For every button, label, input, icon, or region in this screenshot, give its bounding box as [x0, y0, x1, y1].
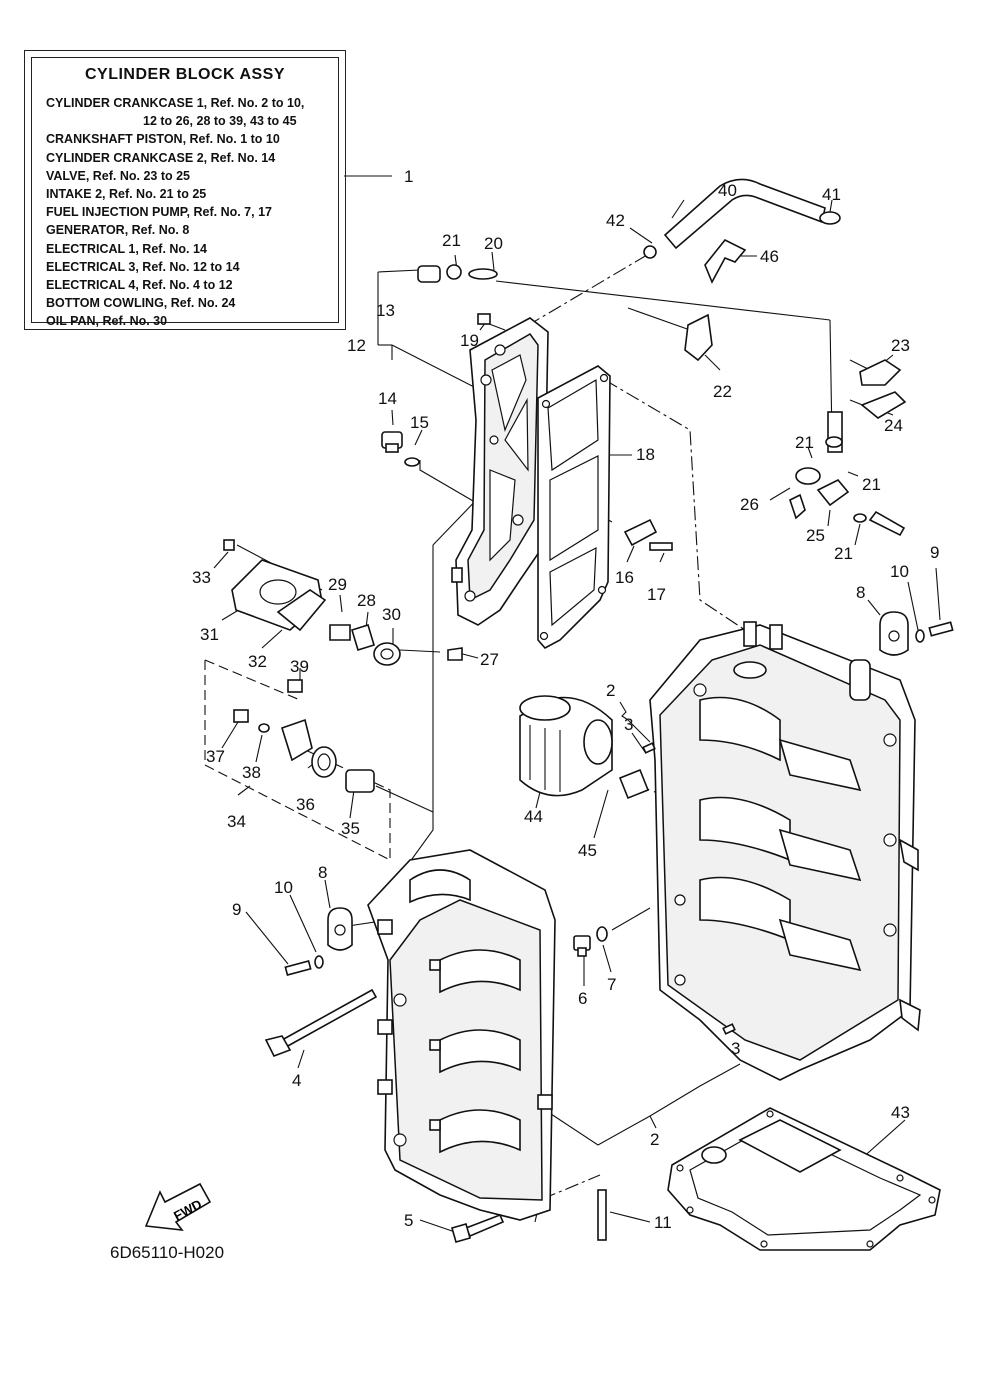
legend-title: CYLINDER BLOCK ASSY	[84, 66, 286, 83]
callout: 10	[274, 878, 293, 897]
callout: 45	[578, 841, 597, 860]
callout: 33	[192, 568, 211, 587]
callout: 3	[624, 715, 633, 734]
callout: 9	[930, 543, 939, 562]
crankcase-left	[367, 849, 556, 1221]
callout-numbers: 1 40 41 42 21 20 46 13 19 12 23 22 14 15…	[192, 167, 939, 1232]
callout: 29	[328, 575, 347, 594]
diagram-code: 6D65110-H020	[110, 1243, 225, 1262]
legend-line: INTAKE 2, Ref. No. 21 to 25	[46, 187, 207, 202]
small-upper-parts	[381, 264, 673, 661]
hoses-and-clamps	[643, 178, 907, 537]
callout: 15	[410, 413, 429, 432]
long-bolt	[264, 988, 378, 1058]
callout: 6	[578, 989, 587, 1008]
callout: 46	[760, 247, 779, 266]
gasket	[537, 365, 611, 650]
callout: 3	[731, 1039, 740, 1058]
fwd-arrow-icon: FWD	[144, 1182, 212, 1231]
callout: 35	[341, 819, 360, 838]
callout: 34	[227, 812, 246, 831]
callout: 30	[382, 605, 401, 624]
callout: 36	[296, 795, 315, 814]
callout: 31	[200, 625, 219, 644]
callout: 28	[357, 591, 376, 610]
bottom-bolt	[451, 1213, 505, 1243]
thermostat-parts	[223, 539, 401, 666]
callout: 17	[647, 585, 666, 604]
callout: 7	[607, 975, 616, 994]
callout: 44	[524, 807, 543, 826]
legend-lines: CYLINDER CRANKCASE 1, Ref. No. 2 to 10, …	[46, 94, 304, 331]
callout: 23	[891, 336, 910, 355]
oil-filter	[519, 695, 650, 800]
callout: 41	[822, 185, 841, 204]
callout: 21	[442, 231, 461, 250]
dowel-pins	[642, 742, 736, 1035]
legend-line: OIL PAN, Ref. No. 30	[46, 314, 168, 329]
legend-line: CYLINDER CRANKCASE 2, Ref. No. 14	[46, 150, 276, 165]
callout: 37	[206, 747, 225, 766]
legend-line: BOTTOM COWLING, Ref. No. 24	[46, 296, 236, 311]
callout: 42	[606, 211, 625, 230]
callout: 10	[890, 562, 909, 581]
callout: 4	[292, 1071, 301, 1090]
left-bracket-bolt	[284, 907, 353, 976]
callout: 9	[232, 900, 241, 919]
callout: 21	[862, 475, 881, 494]
callout: 39	[290, 657, 309, 676]
upper-cover-plate	[455, 317, 549, 626]
callout: 8	[856, 583, 865, 602]
callout: 32	[248, 652, 267, 671]
cylinder-block-right	[649, 621, 921, 1081]
callout: 8	[318, 863, 327, 882]
drain-plug	[573, 926, 608, 957]
callout: 1	[404, 167, 413, 186]
callout: 26	[740, 495, 759, 514]
oil-pan-gasket	[667, 1107, 941, 1251]
callout: 21	[795, 433, 814, 452]
legend-line: GENERATOR, Ref. No. 8	[46, 223, 190, 238]
callout: 16	[615, 568, 634, 587]
legend-line: FUEL INJECTION PUMP, Ref. No. 7, 17	[46, 205, 272, 220]
callout: 5	[404, 1211, 413, 1230]
legend-line: CYLINDER CRANKCASE 1, Ref. No. 2 to 10,	[46, 96, 305, 110]
callout: 38	[242, 763, 261, 782]
callout: 24	[884, 416, 903, 435]
legend-line: 12 to 26, 28 to 39, 43 to 45	[143, 114, 297, 129]
legend-line: ELECTRICAL 4, Ref. No. 4 to 12	[46, 278, 233, 293]
callout: 13	[376, 301, 395, 320]
callout: 25	[806, 526, 825, 545]
callout: 21	[834, 544, 853, 563]
callout: 14	[378, 389, 397, 408]
legend-line: CRANKSHAFT PISTON, Ref. No. 1 to 10	[46, 132, 280, 147]
legend-line: ELECTRICAL 1, Ref. No. 14	[46, 241, 207, 256]
callout: 12	[347, 336, 366, 355]
callout: 20	[484, 234, 503, 253]
legend-line: VALVE, Ref. No. 23 to 25	[46, 168, 191, 183]
oil-pressure-parts	[233, 679, 375, 793]
legend-line: ELECTRICAL 3, Ref. No. 12 to 14	[46, 259, 240, 274]
stud	[597, 1189, 607, 1241]
right-bracket-bolt	[879, 611, 954, 656]
callout: 27	[480, 650, 499, 669]
callout: 19	[460, 331, 479, 350]
callout: 22	[713, 382, 732, 401]
callout: 40	[718, 181, 737, 200]
callout: 11	[654, 1213, 672, 1232]
callout: 2	[606, 681, 615, 700]
callout: 2	[650, 1130, 659, 1149]
callout: 18	[636, 445, 655, 464]
legend-box: CYLINDER BLOCK ASSY CYLINDER CRANKCASE 1…	[24, 50, 346, 330]
callout: 43	[891, 1103, 910, 1122]
legend-inner-border: CYLINDER BLOCK ASSY CYLINDER CRANKCASE 1…	[31, 57, 339, 328]
